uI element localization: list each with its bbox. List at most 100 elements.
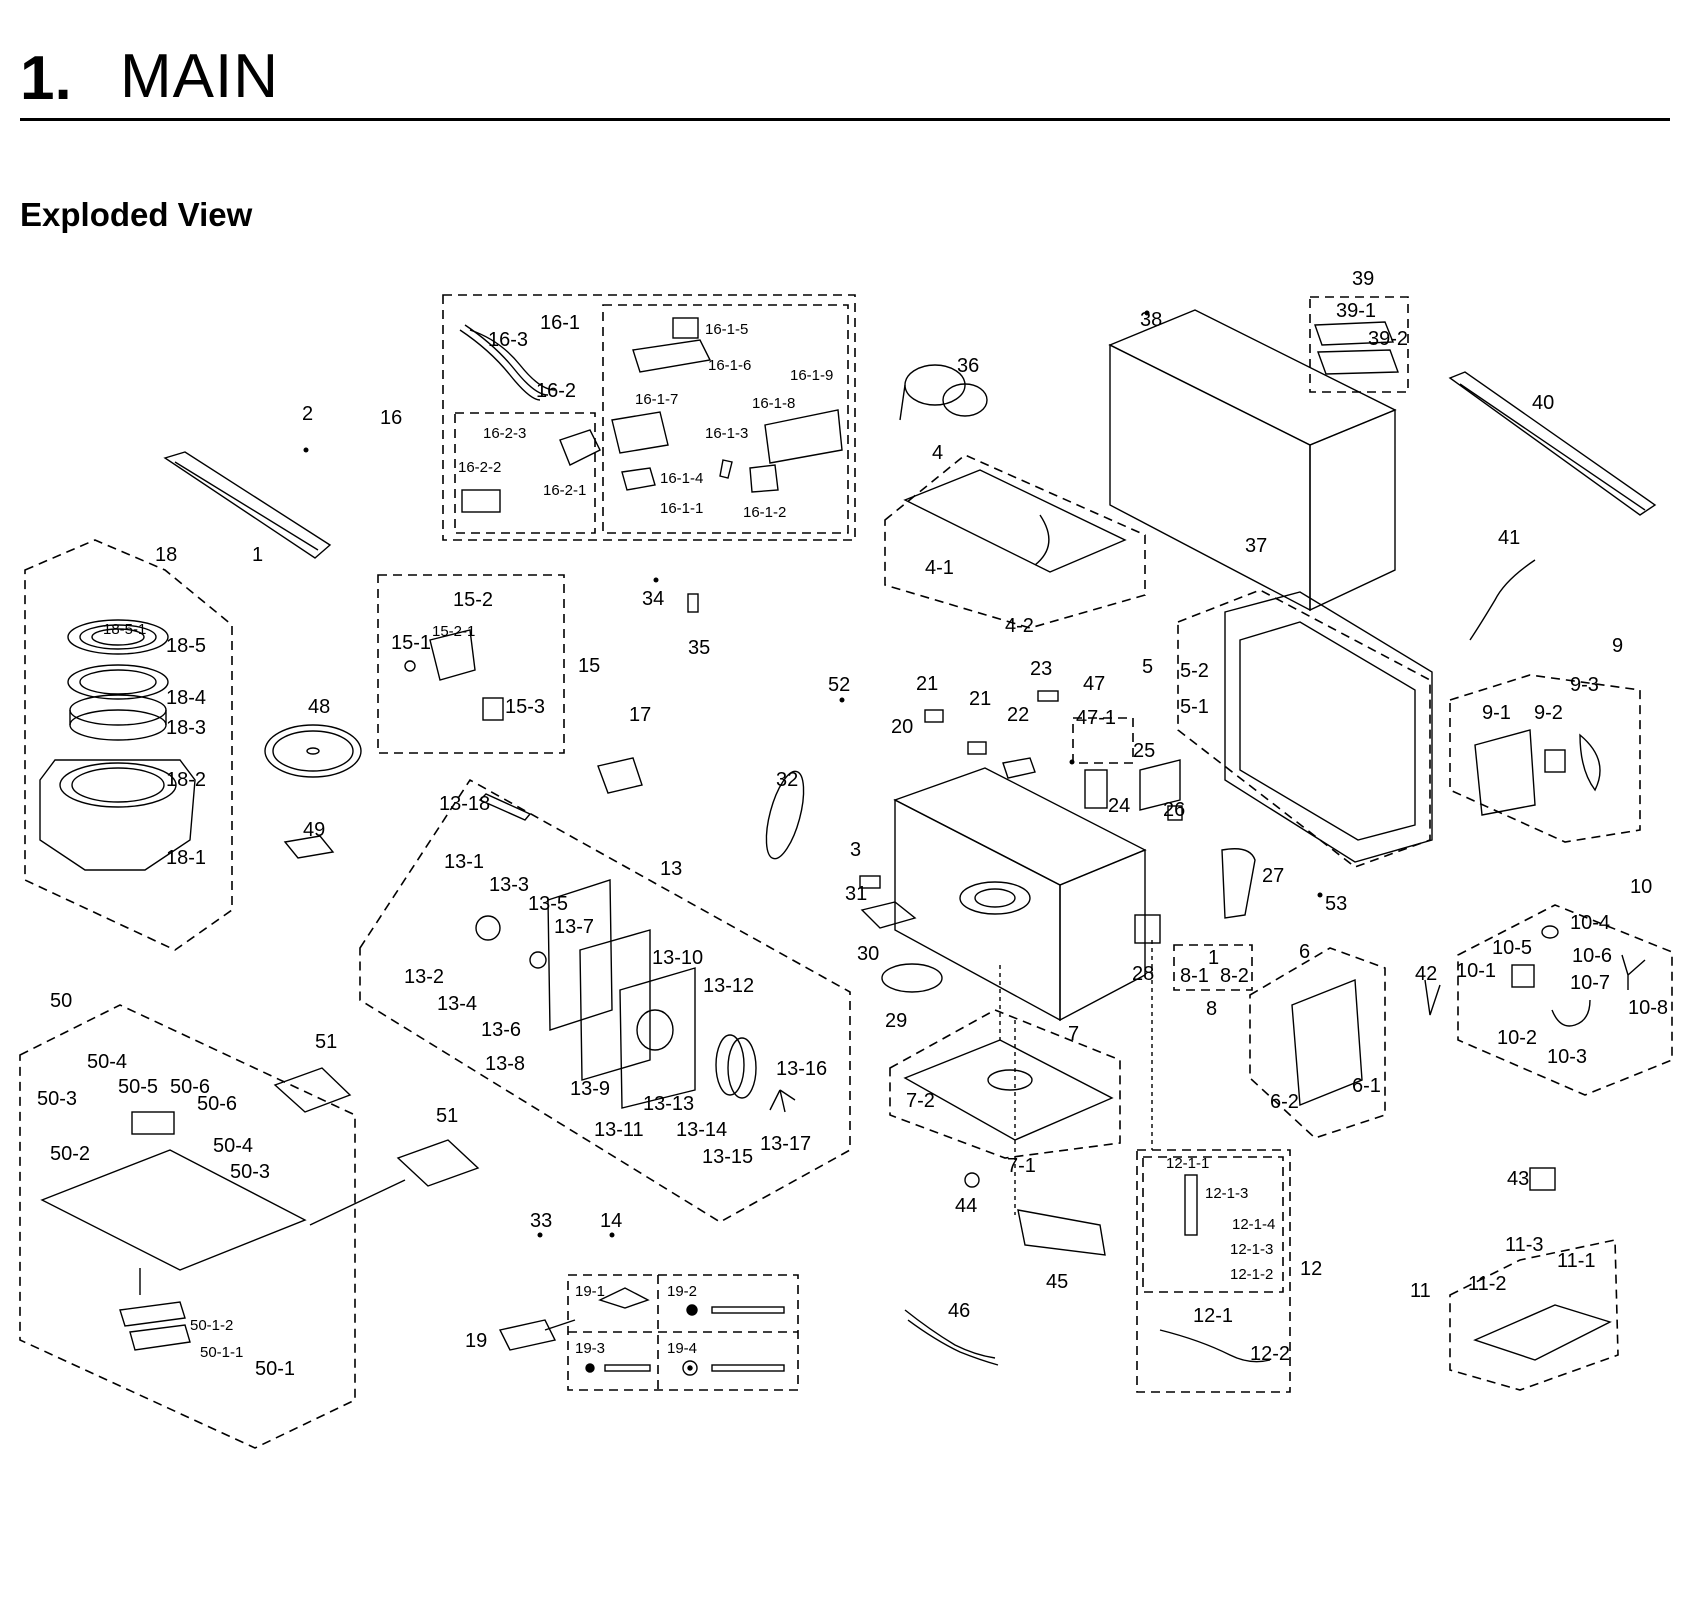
part-50-1-1-shape (129, 1324, 191, 1351)
label-27: 27 (1262, 865, 1284, 887)
label-13-8: 13-8 (485, 1053, 525, 1075)
label-18-2: 18-2 (166, 769, 206, 791)
part-11-base-shape (1473, 1304, 1612, 1361)
label-16-1-3: 16-1-3 (705, 425, 748, 442)
part-50-5-shape (131, 1111, 175, 1135)
part-19-3-screw-shape (604, 1364, 651, 1372)
label-13-14: 13-14 (676, 1119, 727, 1141)
label-16-1-1: 16-1-1 (660, 500, 703, 517)
part-32-gasket-shape (765, 770, 805, 860)
part-42-shape (1424, 979, 1441, 1016)
group-7-outline (889, 1009, 1121, 1159)
part-27-shape (1221, 848, 1256, 919)
label-2: 2 (302, 403, 313, 425)
label-51b: 51 (436, 1105, 458, 1127)
label-16-2-2: 16-2-2 (458, 459, 501, 476)
label-16-1-6: 16-1-6 (708, 357, 751, 374)
part-10-8-shape (1621, 954, 1646, 990)
label-21a: 21 (916, 673, 938, 695)
group-10-outline (1457, 904, 1673, 1096)
label-10-7: 10-7 (1570, 972, 1610, 994)
label-8-1-top: 1 (1208, 947, 1219, 969)
part-16-1-3-shape (719, 459, 733, 479)
label-13-10: 13-10 (652, 947, 703, 969)
label-11-2: 11-2 (1468, 1273, 1507, 1295)
label-39: 39 (1352, 268, 1374, 290)
part-15-2-shape (429, 629, 476, 681)
group-9-outline (1449, 674, 1641, 843)
label-8: 8 (1206, 998, 1217, 1020)
part-48-turntable-shape (264, 724, 362, 778)
part-4-base-shape (903, 469, 1127, 573)
label-13-16: 13-16 (776, 1058, 827, 1080)
group-12-1-outline (1142, 1156, 1284, 1293)
label-50-4a: 50-4 (87, 1051, 127, 1073)
label-7-2: 7-2 (906, 1090, 935, 1112)
label-12-1-3a: 12-1-3 (1205, 1185, 1248, 1202)
label-12-1-1: 12-1-1 (1166, 1155, 1209, 1172)
label-8-1: 8-1 (1180, 965, 1209, 987)
part-22-shape (1002, 757, 1036, 779)
part-13-18-shape (478, 793, 532, 821)
group-16-outline (442, 294, 856, 541)
label-26: 26 (1163, 799, 1185, 821)
label-16-2-3: 16-2-3 (483, 425, 526, 442)
label-13-15: 13-15 (702, 1146, 753, 1168)
part-19-4-screw-shape (711, 1364, 785, 1372)
part-19-leader (544, 1319, 576, 1331)
label-16-1-2: 16-1-2 (743, 504, 786, 521)
part-16-1-7-shape (611, 411, 669, 454)
part-50-2-panel-shape (40, 1149, 307, 1271)
part-15-3-shape (482, 697, 504, 721)
group-4-outline (884, 454, 1146, 629)
label-9: 9 (1612, 635, 1623, 657)
part-10-1-shape (1511, 964, 1535, 988)
label-17: 17 (629, 704, 651, 726)
part-51b-filter-shape (396, 1139, 480, 1187)
label-37: 37 (1245, 535, 1267, 557)
group-18-outline (24, 539, 233, 951)
part-9-1-shape (1474, 729, 1536, 816)
callout-labels: 2 1 16 16-1 16-3 16-2 18 18-5 18-4 18-3 … (37, 268, 1668, 1380)
part-16-2-2-shape (461, 489, 501, 513)
part-51a-filter-shape (273, 1067, 352, 1113)
label-15-3: 15-3 (505, 696, 545, 718)
label-52: 52 (828, 674, 850, 696)
label-18-1: 18-1 (166, 847, 206, 869)
label-22: 22 (1007, 704, 1029, 726)
label-16-1-4: 16-1-4 (660, 470, 703, 487)
part-12-1-switch-shape (1184, 1174, 1198, 1236)
part-31-shape (860, 901, 917, 929)
label-18: 18 (155, 544, 177, 566)
label-46: 46 (948, 1300, 970, 1322)
label-18-3: 18-3 (166, 717, 206, 739)
label-50-3b: 50-3 (230, 1161, 270, 1183)
group-15-outline (377, 574, 565, 754)
label-13-7: 13-7 (554, 916, 594, 938)
label-13-11: 13-11 (594, 1119, 644, 1141)
part-41-cord-shape (1469, 559, 1536, 641)
label-19-4: 19-4 (667, 1340, 697, 1357)
page-subtitle: Exploded View (20, 196, 253, 233)
part-46-harness-shape (904, 1309, 996, 1359)
label-15: 15 (578, 655, 600, 677)
label-19: 19 (465, 1330, 487, 1352)
label-6: 6 (1299, 941, 1310, 963)
header-rule (20, 118, 1670, 121)
part-37-cabinet-back-shape (1309, 408, 1396, 612)
label-18-5: 18-5 (166, 635, 206, 657)
label-50-1: 50-1 (255, 1358, 295, 1380)
label-10-2: 10-2 (1497, 1027, 1537, 1049)
label-6-1: 6-1 (1352, 1075, 1381, 1097)
part-10-3-shape (1551, 999, 1591, 1027)
part-19-card-shape (498, 1319, 557, 1351)
label-50: 50 (50, 990, 72, 1012)
label-13-5: 13-5 (528, 893, 568, 915)
label-29: 29 (885, 1010, 907, 1032)
label-33: 33 (530, 1210, 552, 1232)
group-47-outline (1072, 717, 1134, 764)
label-9-1: 9-1 (1482, 702, 1511, 724)
part-50-1-2-shape (119, 1301, 186, 1327)
part-10-4-shape (1541, 925, 1559, 939)
label-19-3: 19-3 (575, 1340, 605, 1357)
